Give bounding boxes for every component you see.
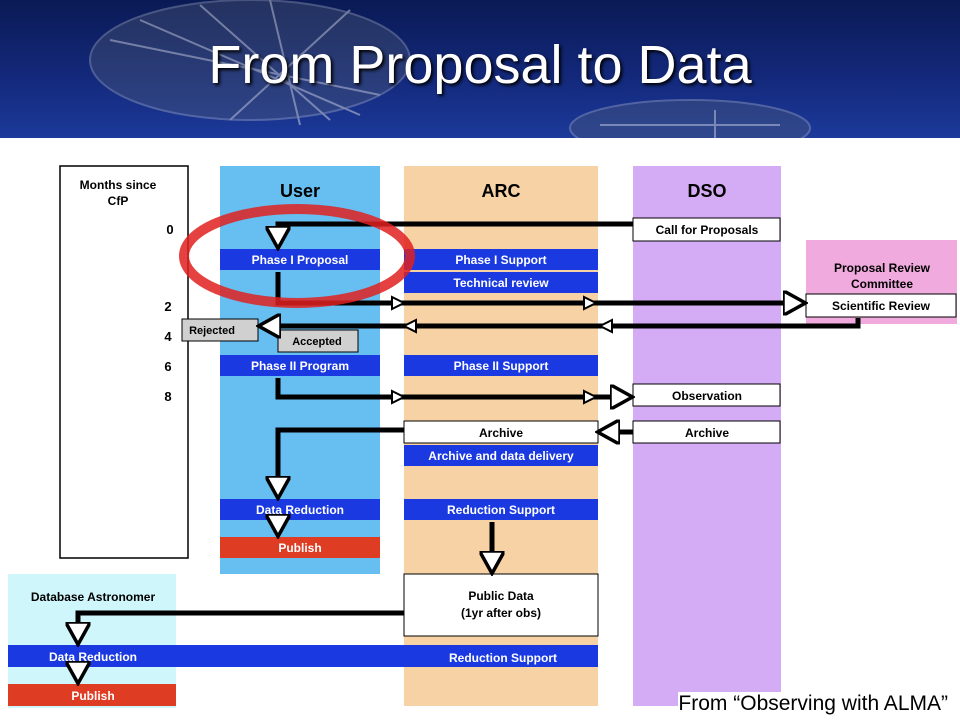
flow-arrowhead: [583, 295, 599, 311]
highlight-ring: [179, 204, 415, 308]
source-credit: From “Observing with ALMA”: [678, 692, 948, 716]
month-label-0: 0: [166, 222, 173, 237]
call-for-proposals-label: Call for Proposals: [656, 223, 759, 237]
arc-lane-header: ARC: [482, 181, 521, 201]
dso-archive-label: Archive: [685, 426, 729, 440]
timeline-column: [59, 165, 189, 559]
observation-label: Observation: [672, 389, 742, 403]
flow-arrow-program-to-observation: [275, 378, 630, 397]
publish-label: Publish: [278, 541, 321, 555]
committee-label: Proposal Review: [834, 261, 931, 275]
scientific-review-label: Scientific Review: [832, 299, 931, 313]
committee-label: Committee: [851, 277, 913, 291]
archive-delivery-bar: [404, 445, 598, 466]
public-data-box: [403, 573, 599, 637]
timeline-header: CfP: [108, 194, 129, 208]
month-label-4: 4: [164, 329, 172, 344]
phase1-support-label: Phase I Support: [455, 253, 546, 267]
phase1-proposal-label: Phase I Proposal: [252, 253, 349, 267]
archive-delivery-label: Archive and data delivery: [428, 449, 574, 463]
database-data-reduction-label: Data Reduction: [49, 650, 137, 664]
database-reduction-support-label: Reduction Support: [449, 651, 557, 665]
data-reduction-label: Data Reduction: [256, 503, 344, 517]
technical-review-label: Technical review: [453, 276, 549, 290]
database-publish-label: Publish: [71, 689, 114, 703]
phase1-support-bar: [404, 249, 598, 270]
call-for-proposals-box: [632, 217, 781, 242]
radio-telescope-image: [89, 0, 811, 138]
flow-arrowhead: [391, 295, 407, 311]
dso-lane-header: DSO: [687, 181, 726, 201]
month-label-6: 6: [164, 359, 171, 374]
phase2-program-label: Phase II Program: [251, 359, 349, 373]
public-data-label: (1yr after obs): [461, 606, 541, 620]
timeline-header: Months since: [80, 178, 157, 192]
database-data-reduction-bar: [8, 645, 598, 667]
flow-arrowhead: [583, 389, 599, 405]
reduction-support-label: Reduction Support: [447, 503, 555, 517]
flow-arrow-cfp-to-proposal: [278, 221, 633, 246]
flow-arrowhead: [401, 318, 417, 334]
phase2-program-bar: [220, 355, 380, 376]
database-astronomer-label: Database Astronomer: [31, 590, 156, 604]
flow-arrow-review-to-decision: [261, 318, 861, 326]
title-banner: From Proposal to Data: [0, 0, 960, 138]
page-title: From Proposal to Data: [208, 35, 752, 95]
month-label-2: 2: [164, 299, 171, 314]
rejected-label: Rejected: [189, 325, 235, 337]
phase2-support-label: Phase II Support: [454, 359, 549, 373]
data-reduction-bar: [220, 499, 380, 520]
flow-arrowhead: [391, 389, 407, 405]
database-publish-bar: [8, 684, 176, 706]
flow-arrow-archive-to-reduction: [278, 427, 404, 496]
proposal-flow-diagram: Months since CfP 0 2 4 6 8 User ARC DSO …: [8, 165, 957, 708]
accepted-label: Accepted: [292, 336, 342, 348]
public-data-label: Public Data: [468, 589, 534, 603]
phase2-support-bar: [404, 355, 598, 376]
flow-arrowhead: [597, 318, 613, 334]
reduction-support-bar: [404, 499, 598, 520]
accepted-box: [277, 329, 359, 353]
flow-arrow-public-to-database: [78, 610, 404, 642]
publish-bar: [220, 537, 380, 558]
month-label-8: 8: [164, 389, 171, 404]
user-lane-header: User: [280, 181, 320, 201]
technical-review-bar: [404, 272, 598, 293]
phase1-proposal-bar: [220, 249, 380, 270]
arc-archive-label: Archive: [479, 426, 523, 440]
